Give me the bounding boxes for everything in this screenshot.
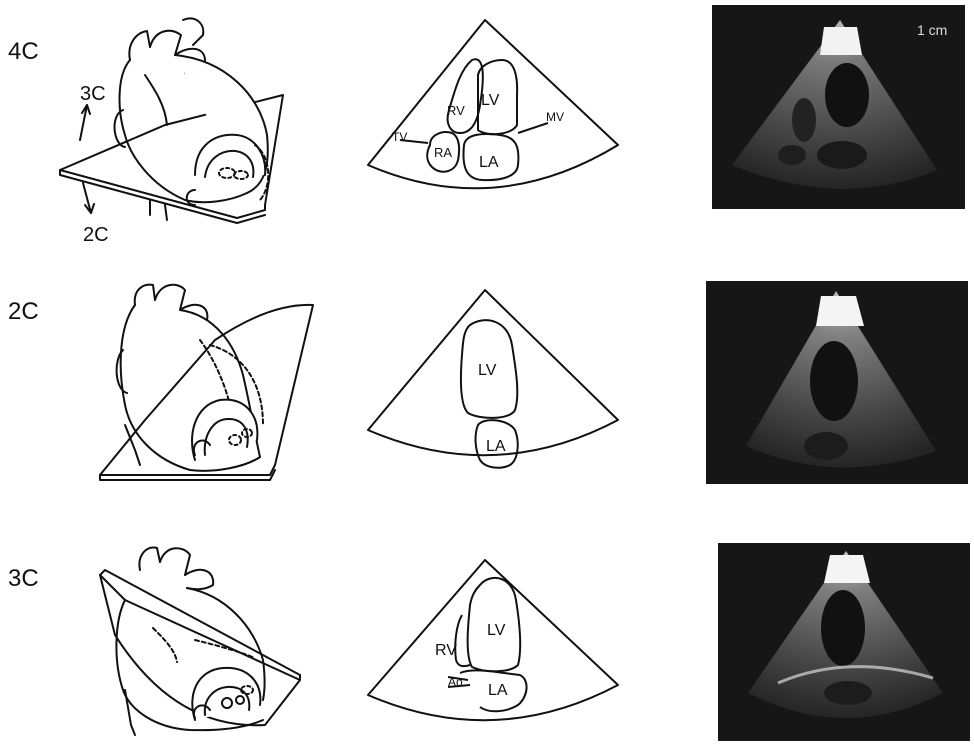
heart-drawing-3c: [95, 540, 315, 740]
plane-arrow-label-2c: 2C: [83, 224, 109, 245]
label-la: LA: [479, 154, 499, 171]
heart-drawing-2c: [95, 275, 320, 490]
label-rv: RV: [435, 642, 457, 659]
label-la: LA: [486, 438, 506, 455]
heart-drawing-4c: 3C 2C: [55, 15, 295, 245]
label-lv: LV: [481, 92, 500, 109]
schematic-2c: LV LA: [360, 285, 630, 480]
label-la: LA: [488, 682, 508, 699]
label-lv: LV: [478, 362, 497, 379]
schematic-4c: LV LA RV RA TV MV: [360, 15, 630, 215]
label-lv: LV: [487, 622, 506, 639]
row-label-2c: 2C: [8, 298, 39, 326]
plane-arrow-label-3c: 3C: [80, 83, 106, 105]
label-mv: MV: [546, 110, 564, 124]
label-ao: Ao: [448, 675, 463, 689]
echo-image-2c: [706, 281, 968, 484]
label-ra: RA: [434, 145, 452, 160]
schematic-3c: LV LA RV Ao: [360, 555, 630, 745]
label-rv: RV: [447, 103, 465, 118]
scale-bar-label: 1 cm: [917, 22, 947, 38]
row-label-4c: 4C: [8, 38, 39, 66]
row-label-3c: 3C: [8, 565, 39, 593]
echo-image-4c: 1 cm: [712, 5, 965, 209]
echo-image-3c: [718, 543, 970, 741]
label-tv: TV: [392, 130, 407, 144]
